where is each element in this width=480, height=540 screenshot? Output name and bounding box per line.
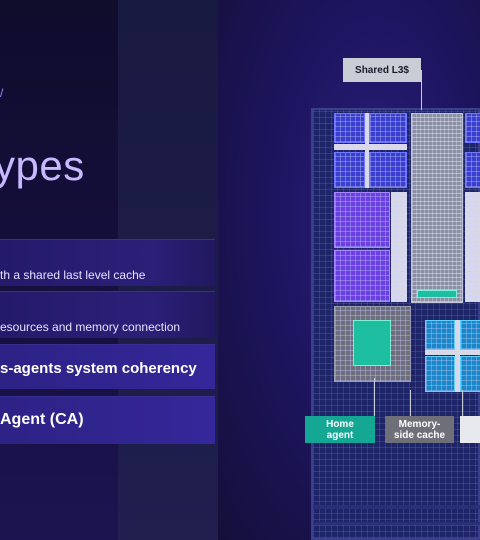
memory-side-cache-label: Memory- side cache xyxy=(385,416,454,443)
decorative-slash: / xyxy=(0,86,4,100)
die-divider xyxy=(313,522,480,525)
shared-l3-cache xyxy=(411,113,463,303)
core-cross xyxy=(465,192,480,302)
purple-block xyxy=(334,250,390,302)
core-cross xyxy=(365,113,369,188)
home-agent-text: Home agent xyxy=(326,418,354,441)
cyan-core xyxy=(460,320,480,350)
leader-line xyxy=(374,378,375,416)
chip-die xyxy=(311,108,480,540)
leader-line xyxy=(462,390,463,416)
list-item: s-agents system coherency xyxy=(0,344,215,389)
cyan-core xyxy=(460,356,480,392)
home-agent-label: Home agent xyxy=(305,416,375,443)
list-item-text: esources and memory connection xyxy=(0,320,181,334)
core-block xyxy=(334,152,365,188)
purple-block xyxy=(334,192,390,248)
core-block xyxy=(465,152,480,188)
cyan-core xyxy=(425,356,455,392)
leader-line xyxy=(410,390,411,416)
core-block xyxy=(369,152,407,188)
leader-line xyxy=(421,70,422,110)
list-item-text: th a shared last level cache xyxy=(0,268,146,282)
list-item: esources and memory connection xyxy=(0,291,215,338)
list-item-text: Agent (CA) xyxy=(0,411,84,428)
list-item-text: s-agents system coherency xyxy=(0,360,197,377)
shared-l3-label: Shared L3$ xyxy=(343,58,421,82)
slide-title: ypes xyxy=(0,142,85,189)
teal-strip xyxy=(417,290,457,298)
core-block xyxy=(369,113,407,143)
core-block xyxy=(465,113,480,143)
core-cross xyxy=(425,350,480,355)
core-cross xyxy=(391,192,407,302)
list-item: th a shared last level cache xyxy=(0,239,215,286)
core-cross xyxy=(455,320,460,392)
core-block xyxy=(334,113,365,143)
memory-side-cache-text: Memory- side cache xyxy=(393,418,446,441)
home-agent-block xyxy=(353,320,391,366)
list-item: Agent (CA) xyxy=(0,396,215,444)
cyan-core xyxy=(425,320,455,350)
die-divider xyxy=(313,505,480,509)
core-cross xyxy=(334,144,407,150)
cropped-label xyxy=(460,416,480,443)
